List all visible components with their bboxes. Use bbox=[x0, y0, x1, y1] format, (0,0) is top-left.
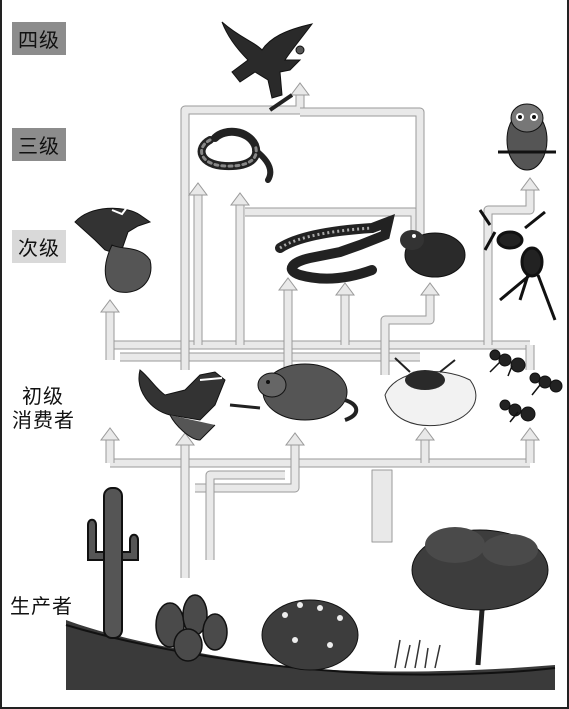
insect-flower-icon bbox=[385, 358, 476, 426]
grass-icon bbox=[395, 640, 440, 668]
cactus-icon bbox=[88, 488, 138, 638]
producer-trunk-arrow bbox=[372, 470, 392, 542]
tree-icon bbox=[412, 527, 548, 665]
energy-flow-arrows bbox=[110, 95, 530, 578]
shrew-icon bbox=[400, 230, 465, 277]
rat-icon bbox=[230, 364, 356, 420]
snake-icon bbox=[202, 132, 271, 180]
woodpecker-icon bbox=[75, 206, 151, 292]
shrub-icon bbox=[262, 600, 358, 670]
owl-icon bbox=[498, 104, 556, 170]
squirrel-icon bbox=[139, 370, 225, 440]
lizard-icon bbox=[280, 222, 388, 279]
